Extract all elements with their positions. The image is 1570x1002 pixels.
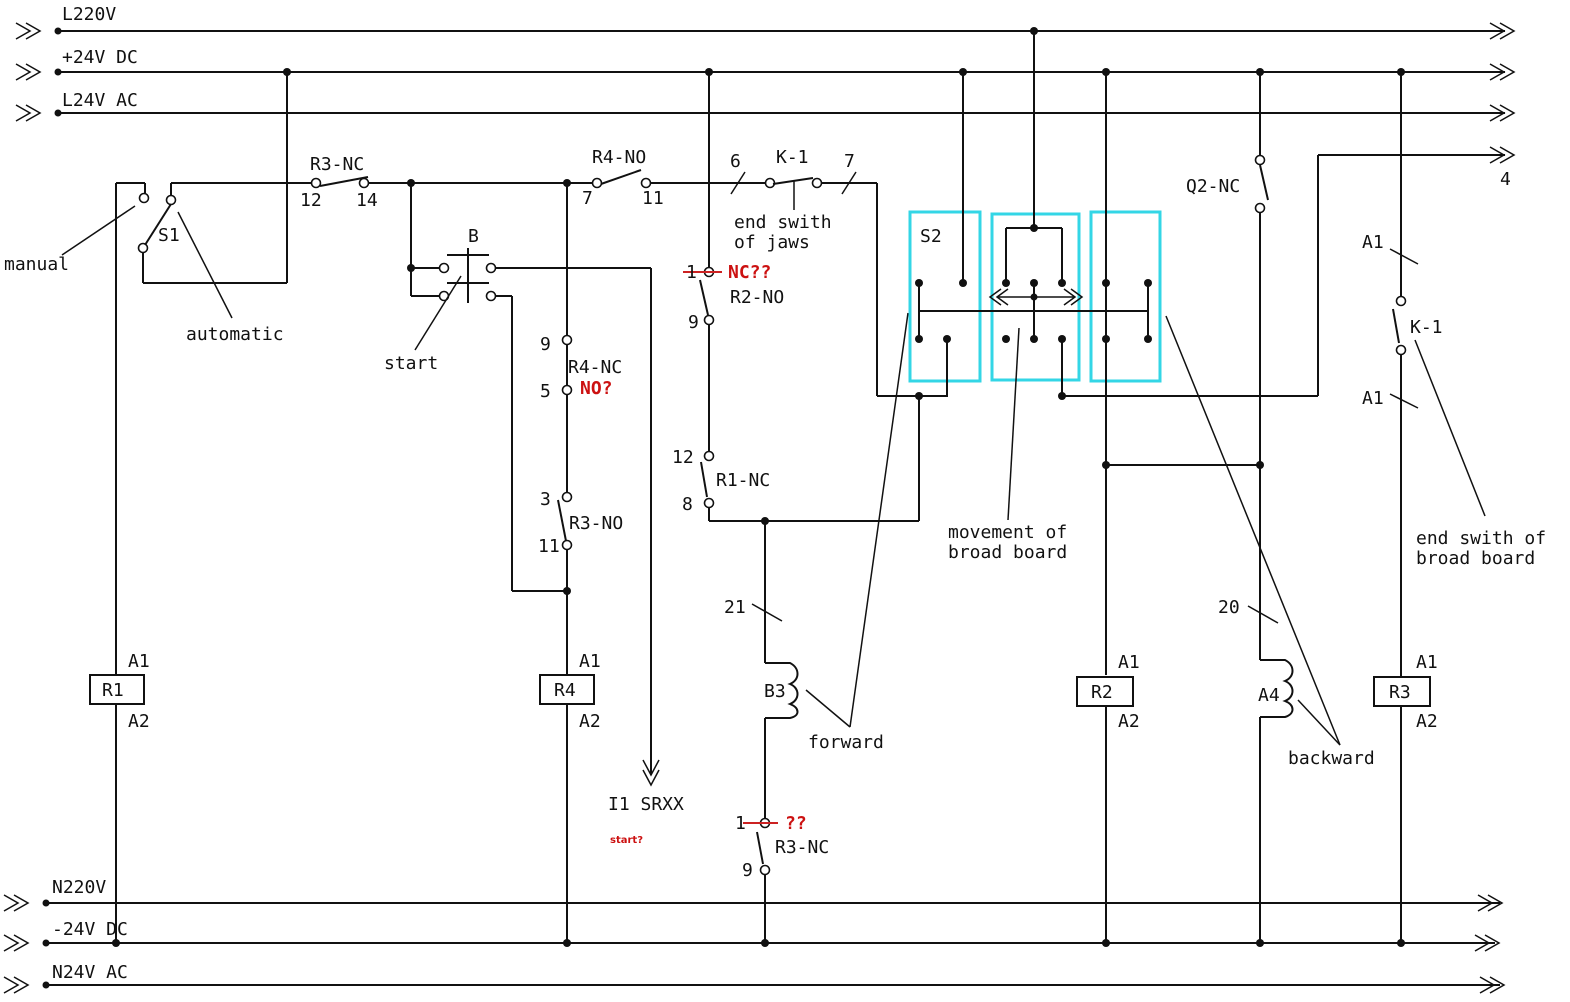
rail-l220v [15,22,1515,40]
label-end-bb-1: end swith of [1416,528,1546,549]
label-n220v: N220V [52,877,106,898]
label-r2-a2: A2 [1118,711,1140,732]
label-t1-r2: 1 [686,262,697,283]
label-t20: 20 [1218,597,1240,618]
label-r1: R1 [102,680,124,701]
rail-n24vac [3,976,1505,994]
label-r3: R3 [1389,682,1411,703]
label-r3-a2: A2 [1416,711,1438,732]
label-t1-r3: 1 [735,813,746,834]
label-t9-r2: 9 [688,312,699,333]
b3-branch [683,68,920,947]
start-button-b [407,183,660,787]
label-r2-no: R2-NO [730,287,784,308]
label-r1-a1: A1 [128,651,150,672]
label-t21: 21 [724,597,746,618]
label-movement-1: movement of [948,522,1067,543]
label-end-jaws-1: end swith [734,212,832,233]
r3-branch [1373,68,1486,947]
label-forward: forward [808,732,884,753]
label-automatic: automatic [186,324,284,345]
label-nc-question: NC?? [728,262,771,283]
label-t9-r3: 9 [742,860,753,881]
label-q2-nc: Q2-NC [1186,176,1240,197]
label-t11: 11 [642,188,664,209]
label-k1-right: K-1 [1410,317,1443,338]
label-r4-a1: A1 [579,651,601,672]
label-end-jaws-2: of jaws [734,232,810,253]
r1-branch [89,183,145,947]
label-s1: S1 [158,225,180,246]
r2-branch [1076,68,1260,947]
label-r2-a1: A1 [1118,652,1140,673]
label-start-question: start? [610,835,643,846]
label-t11b: 11 [538,536,560,557]
label-t7b: 7 [844,151,855,172]
label-t12b: 12 [672,447,694,468]
label-t8: 8 [682,494,693,515]
label-r3-no: R3-NO [569,513,623,534]
label-manual: manual [4,254,69,275]
label-t7: 7 [582,188,593,209]
label-r3-nc-top: R3-NC [310,154,364,175]
k1-jaws-contact [764,171,948,397]
label-r4-nc: R4-NC [568,357,622,378]
label-t3: 3 [540,489,551,510]
label-t6: 6 [730,151,741,172]
label-n24vac: N24V AC [52,962,128,983]
label-r4-no: R4-NO [592,147,646,168]
label-i1-srxx: I1 SRXX [608,794,684,815]
label-t14: 14 [356,190,378,211]
label-k1-a1-bottom: A1 [1362,388,1384,409]
label-qq: ?? [785,813,807,834]
label-plus24vdc: +24V DC [62,47,138,68]
label-a4: A4 [1258,685,1280,706]
rail-l24vac [15,104,1515,122]
s1-selector-switch [61,68,312,319]
label-r3-a1: A1 [1416,652,1438,673]
label-r4: R4 [554,680,576,701]
label-r4-a2: A2 [579,711,601,732]
label-l220v: L220V [62,4,116,25]
label-b3: B3 [764,681,786,702]
r4-no-contact [591,169,766,195]
rail-n220v [3,894,1503,912]
label-l24vac: L24V AC [62,90,138,111]
a4-branch [1165,68,1341,947]
label-t12: 12 [300,190,322,211]
label-r3-nc-bot: R3-NC [775,837,829,858]
rail-minus24vdc [3,934,1500,952]
label-t5: 5 [540,381,551,402]
label-k1-a1-top: A1 [1362,232,1384,253]
label-t9-r4: 9 [540,334,551,355]
label-backward: backward [1288,748,1375,769]
r4-branch [539,179,595,947]
label-b: B [468,226,479,247]
label-minus24vdc: -24V DC [52,919,128,940]
rail-plus24vdc [15,63,1515,81]
label-start: start [384,353,438,374]
label-r1-nc: R1-NC [716,470,770,491]
r3-nc-top-contact [310,176,592,189]
s2-switch-group [908,27,1515,521]
label-no-question: NO? [580,378,613,399]
label-movement-2: broad board [948,542,1067,563]
label-output-4: 4 [1500,169,1511,190]
label-k1-top: K-1 [776,147,809,168]
label-end-bb-2: broad board [1416,548,1535,569]
label-r1-a2: A2 [128,711,150,732]
label-s2: S2 [920,226,942,247]
label-r2: R2 [1091,682,1113,703]
